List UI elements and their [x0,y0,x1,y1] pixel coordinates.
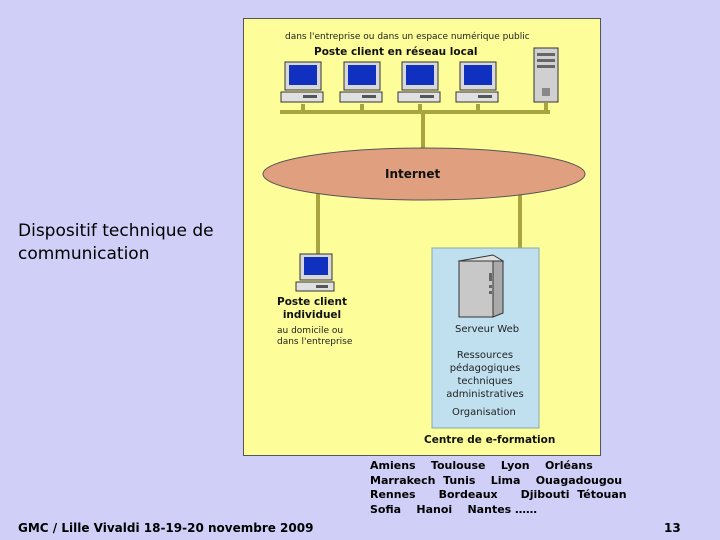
footer-text: GMC / Lille Vivaldi 18-19-20 novembre 20… [18,521,314,535]
client-title-line2: individuel [282,309,342,321]
resources-list: Ressources pédagogiques techniques admin… [436,349,534,401]
cities-line: Marrakech Tunis Lima Ouagadougou [370,473,623,487]
client-sub-line2: dans l'entreprise [277,337,353,347]
organisation-label: Organisation [452,407,516,418]
internet-cloud [262,147,586,201]
cities-list: Amiens Toulouse Lyon Orléans Marrakech T… [370,459,627,517]
cities-line: Sofia Hanoi Nantes …… [370,502,538,516]
resource-item: techniques [457,376,513,387]
lan-bus [280,103,550,254]
resource-item: administratives [446,389,524,400]
top-caption: dans l'entreprise ou dans un espace numé… [285,32,530,42]
desktop-computer-icon [339,61,383,103]
slide-title-line1: Dispositif technique de [18,221,214,241]
page-number: 13 [664,521,681,535]
internet-label: Internet [385,167,441,181]
client-sub-line1: au domicile ou [277,326,344,336]
server-label: Serveur Web [455,324,520,335]
center-title: Centre de e-formation [424,434,556,446]
resource-item: Ressources [456,350,514,361]
desktop-computer-icon [397,61,441,103]
client-subtitle: au domicile ou dans l'entreprise [277,326,352,348]
slide-title-line2: communication [18,244,150,264]
slide-title: Dispositif technique de communication [18,220,214,266]
server-tower-icon [457,254,505,318]
server-tower-icon [533,47,559,103]
desktop-computer-icon [280,61,324,103]
desktop-computer-icon [455,61,499,103]
resource-item: pédagogiques [449,363,521,374]
client-title-line1: Poste client [277,296,347,308]
desktop-computer-icon [295,253,335,292]
lan-title: Poste client en réseau local [314,46,478,58]
client-title: Poste client individuel [272,296,352,322]
cities-line: Rennes Bordeaux Djibouti Tétouan [370,488,627,501]
cities-line: Amiens Toulouse Lyon Orléans [370,459,593,472]
